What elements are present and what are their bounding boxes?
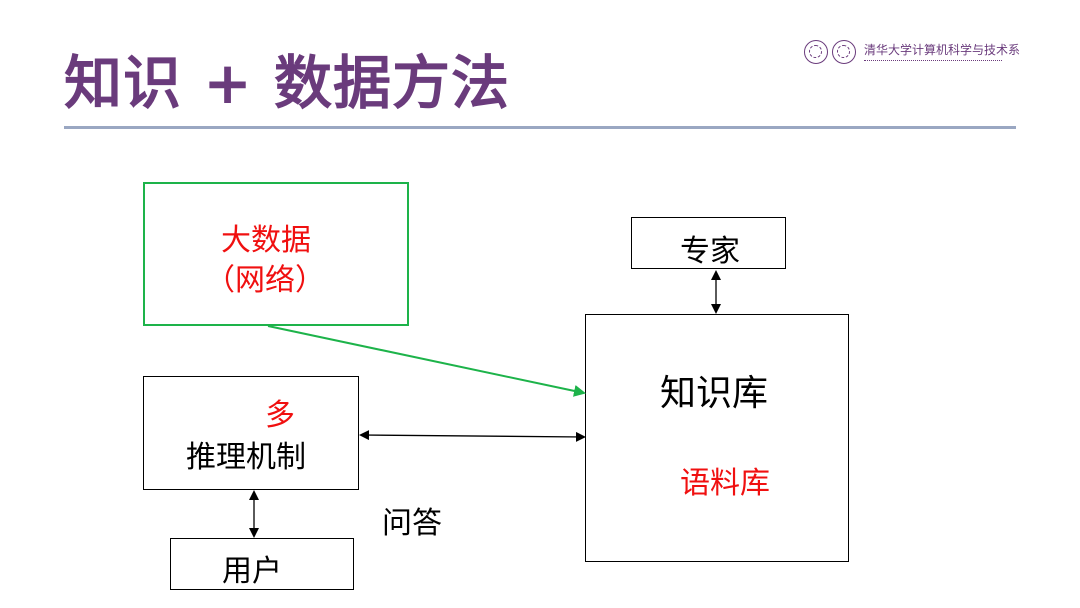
big-data-box: [143, 182, 409, 326]
user-box: [170, 538, 354, 590]
multi-label: 多: [265, 398, 295, 433]
reasoning-box: [143, 376, 359, 490]
tsinghua-seal-icon: [803, 40, 828, 64]
network-label: （网络）: [205, 263, 325, 298]
title-divider: [64, 126, 1016, 129]
knowledge-base-box: [585, 314, 849, 562]
page-title: 知识 + 数据方法: [64, 49, 510, 117]
logo-name: 清华大学计算机科学与技术系: [863, 43, 1020, 57]
qa-label: 问答: [382, 506, 442, 541]
department-seal-icon: [831, 40, 856, 64]
big-data-to-kb-arrow: [267, 325, 586, 397]
big-data-label: 大数据: [221, 223, 311, 258]
expert-box: [631, 217, 786, 269]
corpus-label: 语料库: [680, 466, 770, 501]
reasoning-kb-arrow: [359, 430, 586, 442]
knowledge-base-label: 知识库: [660, 373, 769, 414]
reasoning-label: 推理机制: [186, 440, 306, 475]
user-label: 用户: [222, 554, 282, 589]
expert-label: 专家: [680, 234, 740, 269]
logo-subline: [863, 60, 1002, 63]
university-logo: 清华大学计算机科学与技术系: [803, 40, 1020, 64]
